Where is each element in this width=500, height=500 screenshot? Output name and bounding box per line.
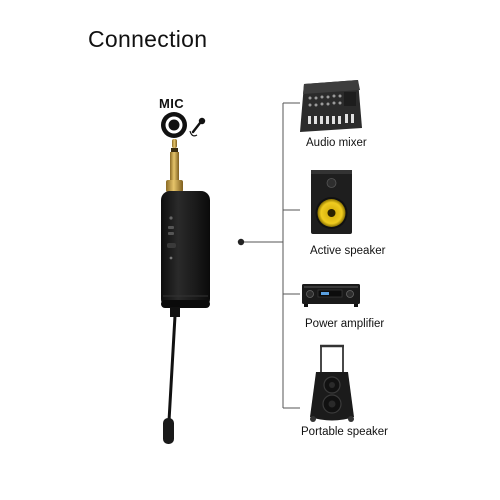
- antenna-cable: [163, 307, 180, 444]
- audio-mixer-label: Audio mixer: [306, 137, 367, 149]
- connection-lines: [237, 102, 300, 409]
- power-amplifier-icon: [302, 284, 360, 307]
- page-title: Connection: [88, 26, 208, 52]
- audio-mixer-icon: [300, 80, 362, 132]
- power-amplifier-label: Power amplifier: [305, 318, 385, 330]
- jack-plug: [166, 139, 183, 192]
- portable-speaker-label: Portable speaker: [301, 426, 388, 438]
- microphone-icon: [189, 117, 206, 137]
- active-speaker-icon: [311, 170, 352, 234]
- mic-jack-icon: [161, 112, 187, 138]
- portable-speaker-icon: [310, 344, 354, 422]
- wireless-receiver: [161, 191, 210, 308]
- usb-port-icon: [167, 243, 176, 248]
- mic-jack-label: MIC: [159, 96, 185, 111]
- status-led-icon: [169, 216, 173, 220]
- active-speaker-label: Active speaker: [310, 245, 386, 257]
